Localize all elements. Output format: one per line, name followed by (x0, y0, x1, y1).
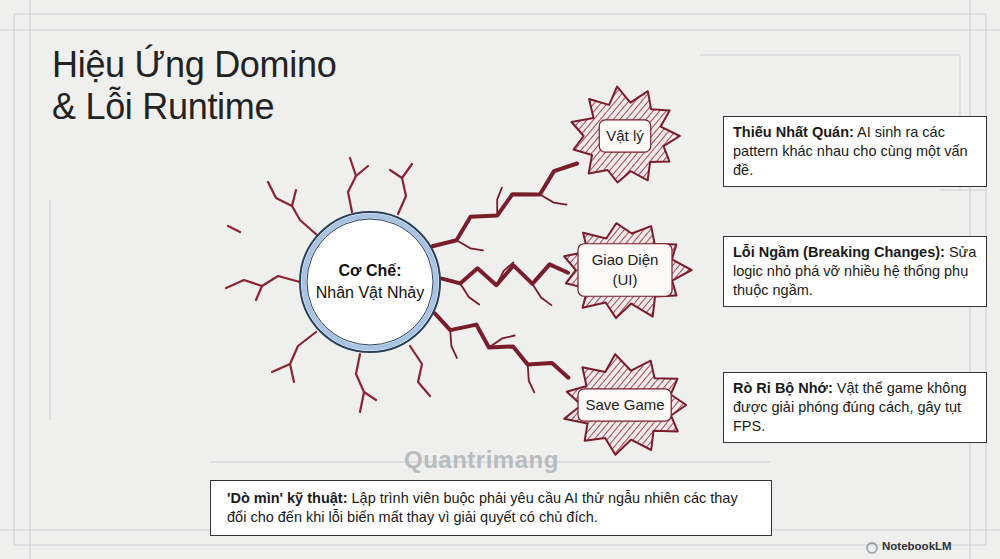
box-paragraph: Lỗi Ngầm (Breaking Changes): Sửa logic n… (733, 243, 977, 300)
callout-box: Lỗi Ngầm (Breaking Changes): Sửa logic n… (723, 236, 987, 307)
burst-text: Vật lý (606, 126, 644, 146)
callout-box: Rò Rỉ Bộ Nhớ: Vật thể game không được gi… (723, 372, 987, 443)
box-paragraph: Rò Rỉ Bộ Nhớ: Vật thể game không được gi… (733, 379, 977, 436)
box-heading: 'Dò mìn' kỹ thuật: (227, 490, 347, 506)
mechanism-circle: Cơ Chế:Nhân Vật Nhảy (298, 210, 442, 354)
circle-body: Nhân Vật Nhảy (316, 282, 425, 304)
circle-outline (298, 210, 442, 354)
crack-connector (435, 313, 569, 392)
burst-text: Giao Diện (UI) (585, 250, 665, 291)
callout-box: Thiếu Nhất Quán: AI sinh ra các pattern … (723, 116, 987, 187)
diagram-title: Hiệu Ứng Domino & Lỗi Runtime (52, 44, 362, 128)
crack-connector (442, 262, 568, 305)
box-paragraph: Thiếu Nhất Quán: AI sinh ra các pattern … (733, 123, 977, 180)
box-heading: Thiếu Nhất Quán: (733, 124, 854, 140)
brand-label: NotebookLM (882, 540, 952, 552)
box-paragraph: 'Dò mìn' kỹ thuật: Lập trình viên buộc p… (227, 489, 755, 527)
burst-label: Vật lý (606, 126, 644, 146)
watermark: Quantrimang (404, 446, 559, 474)
crack-connector (433, 164, 578, 251)
note-box: 'Dò mìn' kỹ thuật: Lập trình viên buộc p… (210, 480, 772, 536)
box-heading: Rò Rỉ Bộ Nhớ: (733, 380, 833, 396)
jagged-burst: Save Game (560, 355, 689, 455)
burst-outline (560, 220, 690, 320)
burst-text: Save Game (585, 395, 664, 415)
box-heading: Lỗi Ngầm (Breaking Changes): (733, 244, 945, 260)
circle-heading: Cơ Chế: (339, 260, 402, 282)
jagged-burst: Vật lý (569, 86, 681, 186)
jagged-burst: Giao Diện (UI) (560, 220, 690, 320)
burst-label: Giao Diện (UI) (585, 250, 665, 291)
burst-label: Save Game (585, 395, 664, 415)
